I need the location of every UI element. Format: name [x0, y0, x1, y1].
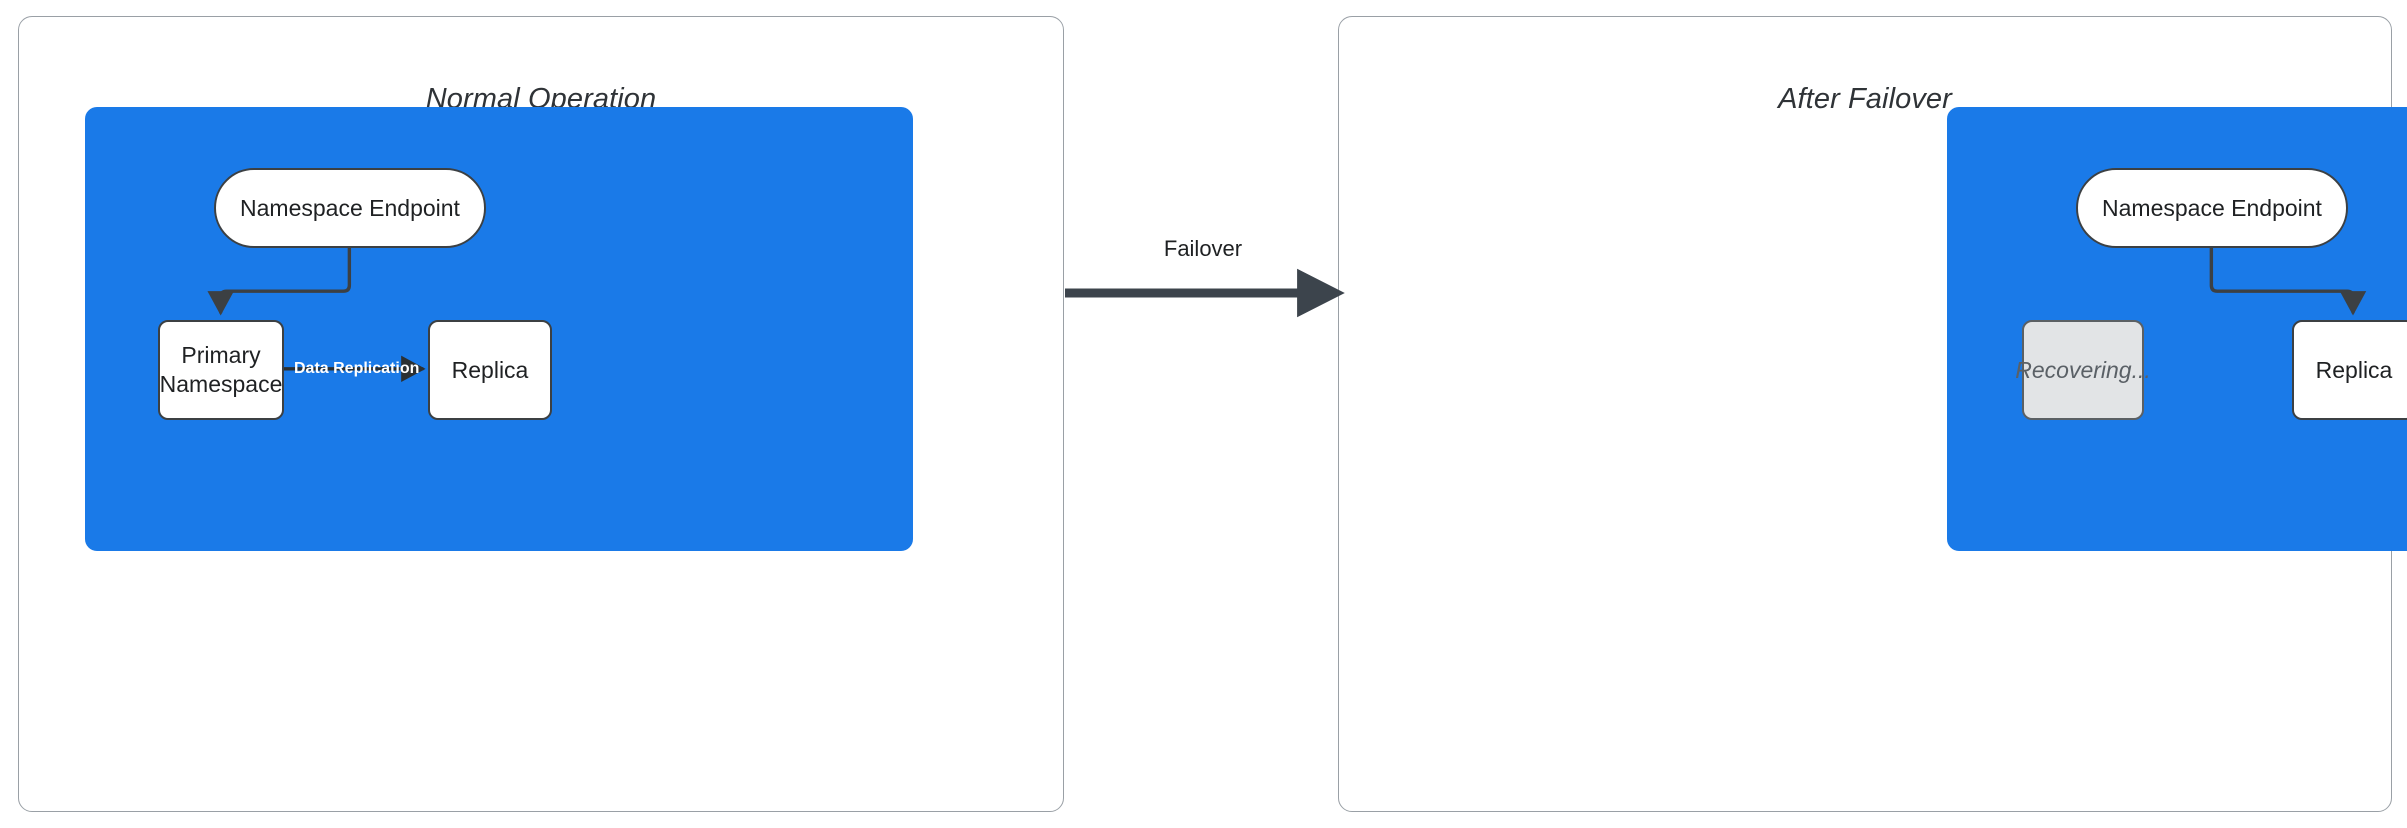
node-primary-namespace-line2: Namespace: [159, 371, 283, 397]
panel-normal-operation: Normal Operation Namespace Endpoint: [18, 16, 1064, 812]
edge-label-data-replication: Data Replication: [294, 360, 420, 377]
failover-label: Failover: [1163, 236, 1243, 261]
node-primary-namespace-line1: Primary: [181, 342, 261, 369]
cluster-after-failover: Namespace Endpoint Recovering... Replica: [1947, 107, 2407, 551]
node-recovering[interactable]: Recovering...: [2015, 320, 2151, 420]
panel-after-failover: After Failover Namespace Endpoint Recove…: [1338, 16, 2407, 812]
node-namespace-endpoint-normal[interactable]: Namespace Endpoint: [214, 168, 486, 248]
node-namespace-endpoint-failover[interactable]: Namespace Endpoint: [2076, 168, 2348, 248]
node-replica-failover[interactable]: Replica: [2292, 320, 2407, 420]
cluster-normal-operation: Namespace Endpoint Primary Namespace Rep…: [85, 107, 913, 551]
failover-transition: Failover: [1063, 236, 1345, 356]
panel-title-after-failover: After Failover: [1778, 83, 1952, 115]
node-primary-namespace[interactable]: Primary Namespace: [158, 320, 284, 420]
node-replica-normal[interactable]: Replica: [428, 320, 552, 420]
failover-arrow-icon: [1065, 268, 1345, 318]
